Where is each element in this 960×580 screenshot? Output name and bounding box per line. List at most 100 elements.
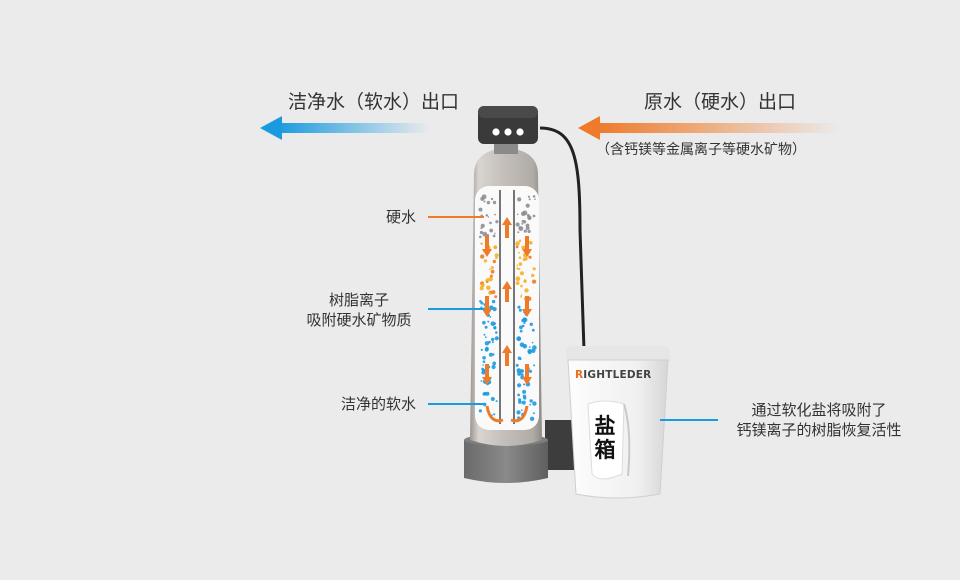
resin-bead [493,245,498,250]
soft-water-outlet-title: 洁净水（软水）出口 [288,91,460,113]
resin-bead [492,259,496,264]
flow-arrow-down [522,236,532,257]
resin-bead [480,348,483,351]
resin-bead [528,346,531,348]
flow-turnaround [485,405,529,423]
resin-bead [532,412,535,415]
raw-water-outlet-arrow [578,116,840,140]
resin-bead [520,294,523,297]
flow-arrow-down [482,236,492,257]
resin-bead [490,266,494,270]
resin-bead [493,413,496,416]
salt-regeneration-line1: 通过软化盐将吸附了 [751,401,887,419]
valve-button-3 [516,128,524,136]
resin-bead [494,232,496,235]
resin-bead [478,409,482,413]
resin-bead [521,222,524,225]
resin-bead [492,200,497,205]
resin-bead [489,274,493,278]
resin-bead [479,300,482,303]
resin-bead [529,399,533,403]
resin-bead [490,197,494,201]
resin-bead [491,337,495,342]
resin-bead [483,259,488,263]
resin-bead [517,197,522,202]
resin-bead [532,279,537,284]
resin-bead [479,230,483,235]
resin-bead [482,364,484,366]
resin-tank [470,148,542,446]
resin-bead [527,229,531,234]
resin-bead [521,245,526,250]
resin-bead [489,268,491,271]
resin-bead [486,200,491,205]
resin-bead [482,360,486,364]
resin-bead [517,393,520,397]
resin-bead [518,239,522,243]
resin-bead [518,267,521,271]
resin-bead [484,347,489,352]
resin-bead [516,264,519,267]
raw-water-note: （含钙镁等金属离子等硬水矿物） [596,142,806,158]
resin-bead [480,196,485,201]
resin-bead [523,321,526,324]
resin-bead [493,322,497,325]
resin-bead [492,234,496,238]
brine-hose [539,126,586,351]
resin-label-line2: 吸附硬水矿物质 [306,311,412,329]
brand-logo-initial: R [575,369,584,381]
raw-water-outlet-title: 原水（硬水）出口 [644,91,797,113]
resin-bead [529,416,535,421]
resin-bead [492,307,497,312]
resin-bead [523,279,527,283]
resin-bead [519,329,523,333]
resin-bead [516,368,522,373]
resin-bead [522,389,527,394]
resin-bead [521,373,524,376]
resin-label-line1: 树脂离子 [328,291,389,309]
resin-bead [486,285,491,291]
resin-bead [520,284,523,288]
salt-regeneration-line2: 钙镁离子的树脂恢复活性 [736,421,902,439]
resin-bead [518,226,522,229]
valve-button-2 [504,128,512,136]
resin-bead [519,325,523,330]
resin-bead [494,213,496,216]
resin-bead [483,333,486,336]
resin-bead [491,299,496,304]
resin-bead [520,296,522,298]
resin-bead [494,295,498,299]
resin-bead [533,364,536,367]
resin-bead [480,254,485,259]
resin-bead [518,256,522,260]
resin-bead [485,214,488,217]
resin-bead [520,271,524,276]
resin-bead [515,281,520,285]
resin-bead [494,336,499,341]
resin-bead [494,253,499,258]
resin-bead [487,216,490,218]
resin-bead [515,363,519,367]
resin-bead [529,403,532,406]
resin-bead [484,341,490,346]
resin-bead [532,195,536,198]
resin-bead [532,345,537,350]
brand-logo: RIGHTLEDER [575,369,651,381]
resin-bead [492,361,497,366]
resin-bead [518,262,523,266]
resin-bead [488,276,494,282]
resin-bead [493,326,497,330]
resin-bead [517,231,520,234]
resin-bead [529,349,532,352]
resin-bead [523,383,526,386]
resin-bead [528,240,533,245]
resin-bead [528,198,531,201]
resin-bead [490,269,495,274]
resin-bead [524,288,529,293]
resin-bead [525,203,530,208]
resin-bead [495,220,499,224]
resin-bead [531,341,534,344]
resin-bead [521,400,526,405]
